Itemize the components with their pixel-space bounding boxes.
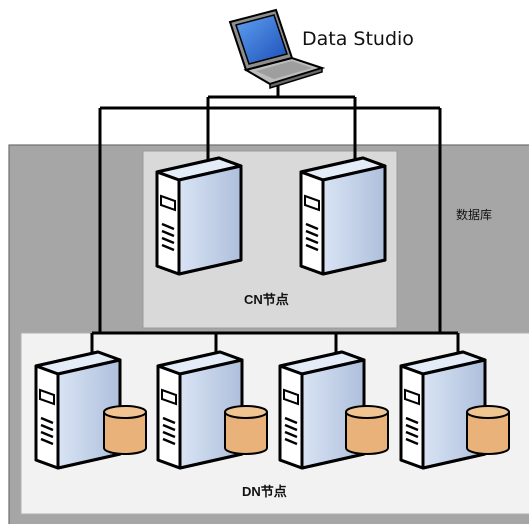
connection-lines <box>90 82 460 352</box>
cn-server-icon <box>299 156 387 276</box>
database-disk-icon <box>466 405 510 455</box>
database-disk-icon <box>224 405 268 455</box>
cn-group-label: CN节点 <box>244 292 289 307</box>
dn-group-label: DN节点 <box>242 484 287 499</box>
client-label: Data Studio <box>302 28 414 50</box>
cn-server-icon <box>155 156 243 276</box>
database-label: 数据库 <box>456 208 493 222</box>
database-disk-icon <box>345 405 389 455</box>
database-disk-icon <box>103 405 147 455</box>
laptop-icon <box>228 8 326 90</box>
